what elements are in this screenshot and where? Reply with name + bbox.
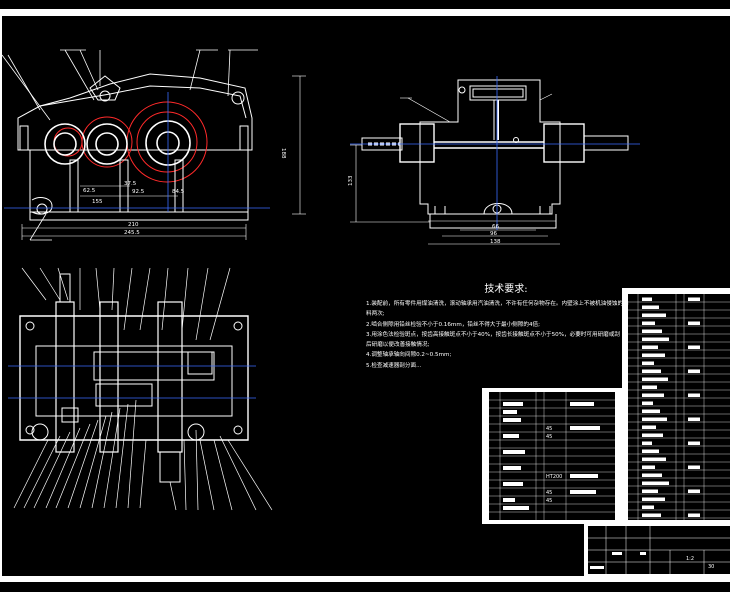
front-view: 188 210 245.5 62.5 92.5 84.5 155 37.5 xyxy=(1,49,306,241)
tech-requirement-line: 3.用涂色法检验斑点，按齿高接触斑点不小于40%，按齿长接触斑点不小于50%，必… xyxy=(366,331,620,338)
table-cell-4: HT200 xyxy=(546,474,562,480)
title-block-sheet: 30 xyxy=(708,564,714,570)
tech-requirement-line: 料两次; xyxy=(366,311,385,318)
frame-top-border xyxy=(0,9,730,16)
table-cell-5: 45 xyxy=(546,498,552,504)
top-view xyxy=(8,267,273,511)
side-view: 133 66 96 138 xyxy=(348,76,640,245)
dim-front-height: 188 xyxy=(280,148,286,159)
title-block-scale: 1:2 xyxy=(686,556,694,562)
side-centerlines xyxy=(350,76,640,230)
dim-side-w1: 66 xyxy=(492,224,499,230)
tech-requirement-line: 后研磨以便改善接触情况; xyxy=(366,342,430,349)
front-housing-outline xyxy=(17,73,253,213)
tech-requirement-line: 1.装配前，所有零件用煤油清洗，滚动轴承用汽油清洗，不许有任何杂物存在。内壁涂上… xyxy=(366,301,629,307)
side-dimension-texts: 133 66 96 138 xyxy=(348,175,501,245)
tech-requirements-title: 技术要求: xyxy=(484,284,528,295)
dim-side-w2: 96 xyxy=(490,231,497,237)
table-cell-1: 45 xyxy=(546,426,552,432)
dim-front-d1: 62.5 xyxy=(83,188,96,194)
dim-front-d2: 92.5 xyxy=(132,189,145,195)
tech-requirement-line: 4.调整轴承轴向间隙0.2~0.5mm; xyxy=(366,352,452,359)
dim-side-w3: 138 xyxy=(490,239,501,245)
tech-requirement-line: 5.检查减速器剖分面... xyxy=(366,362,422,369)
table-cell-3: 45 xyxy=(546,490,552,496)
table-cell-2: 45 xyxy=(546,434,552,440)
side-dimensions xyxy=(350,93,560,245)
dim-front-gap: 37.5 xyxy=(124,181,137,187)
dim-front-width-outer: 245.5 xyxy=(124,230,140,236)
side-housing-outline xyxy=(419,79,561,215)
parts-table-left: 45 45 45 HT200 45 xyxy=(482,388,622,524)
parts-table-right xyxy=(622,288,730,524)
dim-front-width-inner: 210 xyxy=(128,222,139,228)
top-leaders xyxy=(21,267,231,341)
front-centerlines xyxy=(4,92,270,212)
dim-side-height: 133 xyxy=(348,175,354,186)
dim-front-span: 155 xyxy=(92,199,103,205)
front-leaders xyxy=(1,49,258,241)
frame-left-border xyxy=(0,16,2,576)
tech-requirements: 技术要求: 1.装配前，所有零件用煤油清洗，滚动轴承用汽油清洗，不许有任何杂物存… xyxy=(366,280,629,371)
tech-requirement-line: 2.啮合侧隙用铅丝检验不小于0.16mm，铅丝不得大于最小侧隙的4倍; xyxy=(366,321,540,328)
bottom-leaders xyxy=(13,399,273,511)
top-housing-outline xyxy=(19,315,249,441)
front-dimensions xyxy=(21,75,306,240)
title-block: 1:2 30 xyxy=(584,522,730,576)
front-dimension-texts: 188 210 245.5 62.5 92.5 84.5 155 37.5 xyxy=(83,148,286,236)
front-gear-circles xyxy=(53,101,208,183)
dim-front-d3: 84.5 xyxy=(172,189,185,195)
frame-bottom-border xyxy=(0,576,730,582)
